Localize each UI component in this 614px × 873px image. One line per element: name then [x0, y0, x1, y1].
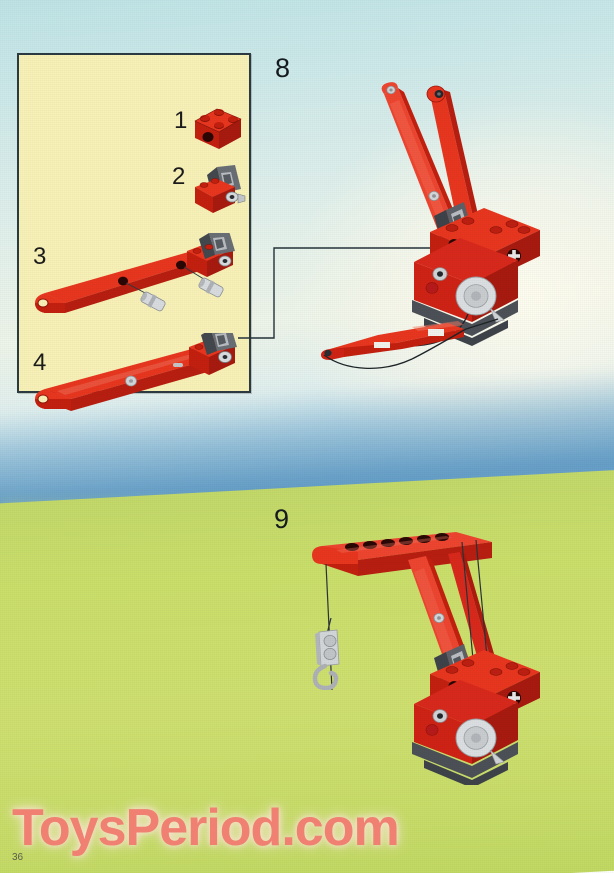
substep-3-part-arm: [35, 233, 235, 313]
step-number-9: 9: [274, 504, 290, 534]
sub-assembly-panel: 1 2 3 4: [17, 53, 251, 411]
substep-number-2: 2: [172, 163, 186, 190]
step-8-crane-assembly: [381, 82, 540, 347]
substep-number-3: 3: [33, 243, 47, 270]
substep-2-part-bracket: [195, 165, 246, 213]
substep-4-part-arm-assembled: [35, 333, 237, 411]
substep-1-part-brick: [194, 108, 242, 149]
step-9-crane-assembly: [312, 532, 540, 785]
step-number-8: 8: [275, 53, 291, 83]
substep-number-4: 4: [33, 349, 47, 376]
page-number: 36: [12, 852, 24, 863]
substep-number-1: 1: [174, 107, 188, 134]
watermark-toysperiod: ToysPeriod.com: [12, 799, 400, 857]
step-9-hook-block: [312, 618, 340, 690]
step-8-loose-arm: [321, 318, 499, 369]
